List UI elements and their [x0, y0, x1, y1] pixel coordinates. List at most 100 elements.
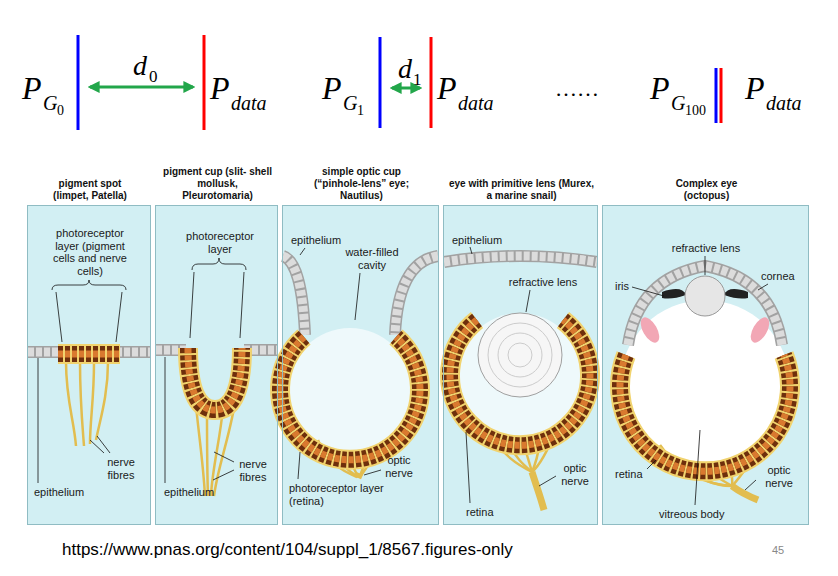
- panel-ground: [155, 205, 278, 525]
- math-symbol: P: [322, 72, 342, 104]
- math-symbol: G: [343, 93, 357, 113]
- part-label: photoreceptor layer (pigment cells and n…: [44, 227, 136, 278]
- optic-nerve: [355, 474, 362, 477]
- panel-heading: pigment cup (slit- shell mollusk, Pleuro…: [163, 166, 273, 202]
- part-label: optic nerve: [555, 462, 595, 487]
- part-label: optic nerve: [755, 464, 803, 489]
- nerve-fibre: [80, 362, 84, 446]
- leader-line: [298, 452, 300, 479]
- panel-ground: [27, 205, 151, 525]
- leader-line: [526, 290, 530, 312]
- ciliary-body: [637, 314, 663, 345]
- data-bar: [430, 37, 433, 128]
- part-label: epithelium: [34, 486, 84, 499]
- photoreceptor-pigment: [280, 337, 420, 460]
- math-symbol: data: [458, 93, 494, 113]
- epithelium-cells: [444, 256, 597, 262]
- leader-line: [213, 452, 234, 480]
- leader-line: [647, 460, 656, 469]
- part-label: refractive lens: [656, 242, 756, 255]
- generator-bar: [77, 35, 80, 130]
- leader-line: [695, 430, 700, 505]
- eye-panel: eye with primitive lens (Murex, a marine…: [443, 205, 598, 525]
- panel-heading: eye with primitive lens (Murex, a marine…: [447, 178, 597, 202]
- epithelium-band: [28, 346, 150, 358]
- math-symbol: d: [398, 55, 412, 83]
- distance-arrow: [90, 86, 193, 89]
- epithelium-band: [444, 256, 597, 262]
- nerve-fibre: [90, 362, 94, 444]
- math-symbol: 0: [57, 104, 64, 118]
- lens-ring: [508, 343, 532, 367]
- part-label: retina: [466, 506, 494, 519]
- iris-shape: [724, 289, 748, 298]
- math-symbol: d: [133, 52, 147, 80]
- eye-panel: simple optic cup (“pinhole-lens” eye; Na…: [282, 205, 439, 525]
- panel-ground: [602, 205, 809, 525]
- leader-line: [38, 358, 39, 483]
- part-label: optic nerve: [379, 454, 419, 479]
- part-label: epithelium: [291, 234, 341, 247]
- part-label: photoreceptor layer: [182, 230, 258, 255]
- source-url: https://www.pnas.org/content/104/suppl_1…: [62, 541, 513, 558]
- optic-nerve: [532, 472, 544, 510]
- epithelium-cells: [28, 348, 150, 357]
- leader-line: [705, 256, 706, 275]
- math-symbol: 100: [685, 104, 706, 118]
- iris-shape: [662, 289, 686, 298]
- leader-line: [90, 436, 110, 453]
- eye-panel: pigment cup (slit- shell mollusk, Pleuro…: [155, 205, 278, 525]
- leader-line: [745, 480, 756, 490]
- eye-panel: Complex eye (octopus)refractive lensiris…: [602, 205, 809, 525]
- math-symbol: data: [231, 93, 267, 113]
- epithelium-cells: [156, 346, 277, 355]
- data-bar: [203, 35, 206, 130]
- part-label: nerve fibres: [232, 458, 274, 483]
- generator-bar: [379, 37, 382, 128]
- cell-base: [58, 344, 120, 364]
- part-label: photoreceptor layer (retina): [289, 482, 409, 507]
- leader-line: [355, 273, 360, 320]
- leader-line: [539, 476, 556, 486]
- leader-line: [466, 432, 470, 503]
- part-label: iris: [615, 280, 629, 293]
- nerve-fibre: [207, 408, 208, 496]
- bracket: [52, 280, 126, 290]
- data-bar: [720, 68, 723, 123]
- leader-line: [165, 357, 166, 483]
- math-symbol: P: [745, 72, 765, 104]
- cell-base: [280, 337, 420, 460]
- photoreceptor-cells: [280, 337, 420, 460]
- cell-base: [188, 348, 242, 410]
- generator-bar: [715, 68, 718, 123]
- panel-heading: simple optic cup (“pinhole-lens” eye; Na…: [307, 166, 417, 202]
- part-label: epithelium: [452, 234, 502, 247]
- math-symbol: ……: [555, 78, 599, 100]
- part-label: epithelium: [164, 486, 214, 499]
- ciliary-body: [747, 314, 773, 345]
- cornea-band: [628, 266, 782, 345]
- photoreceptor-cells: [58, 346, 120, 362]
- bracket: [192, 258, 246, 270]
- leader-line: [56, 292, 122, 342]
- page-number: 45: [772, 545, 784, 556]
- leader-line: [364, 470, 381, 475]
- eye-panel: pigment spot (limpet, Patella)photorecep…: [27, 205, 151, 525]
- retina-cells: [620, 355, 790, 471]
- panel-ground: [443, 205, 598, 525]
- math-symbol: P: [437, 72, 457, 104]
- cornea-cells: [628, 266, 782, 345]
- part-label: retina: [615, 468, 643, 481]
- math-symbol: data: [766, 93, 802, 113]
- lens-ring: [488, 323, 552, 387]
- part-label: vitreous body: [659, 508, 724, 521]
- part-label: nerve fibres: [98, 456, 144, 481]
- leader-line: [470, 247, 472, 254]
- retina-pigment: [620, 355, 790, 471]
- photoreceptor-pigment: [58, 351, 120, 358]
- math-symbol: G: [671, 93, 685, 113]
- math-symbol: G: [43, 93, 57, 113]
- math-symbol: P: [22, 72, 42, 104]
- lens: [685, 276, 725, 316]
